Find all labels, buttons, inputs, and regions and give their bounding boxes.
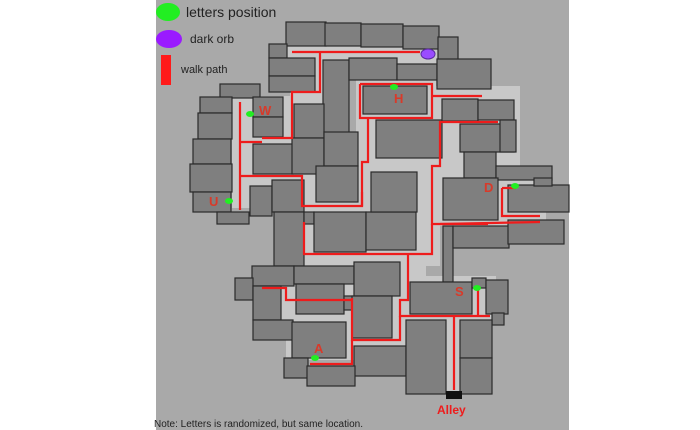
- letter-dots: [225, 84, 519, 361]
- letter-label-a: A: [314, 341, 324, 356]
- legend-letters-position: letters position: [156, 3, 276, 21]
- alley-label: Alley: [437, 403, 466, 417]
- letter-label-u: U: [209, 194, 218, 209]
- letter-label-d: D: [484, 180, 493, 195]
- letter-label-s: S: [455, 284, 464, 299]
- letter-dot-s: [473, 285, 481, 291]
- green-circle-icon: [156, 3, 180, 21]
- walk-paths: [238, 50, 541, 390]
- legend-label: dark orb: [190, 32, 235, 46]
- dark-orb-icon: [420, 48, 436, 60]
- purple-circle-icon: [156, 30, 182, 48]
- alley-exit-marker: [446, 391, 462, 399]
- letter-dot-u: [225, 198, 233, 204]
- letter-label-w: W: [259, 103, 272, 118]
- legend-walk-path: walk path: [161, 55, 227, 85]
- footnote: Note: Letters is randomized, but same lo…: [154, 419, 363, 430]
- letter-dot-d: [511, 183, 519, 189]
- letter-labels: W H D U S A: [209, 91, 493, 356]
- letter-dot-h: [390, 84, 398, 90]
- legend-dark-orb: dark orb: [156, 30, 234, 48]
- letter-dot-w: [246, 111, 254, 117]
- red-bar-icon: [161, 55, 171, 85]
- letter-label-h: H: [394, 91, 403, 106]
- legend-label: walk path: [181, 64, 228, 76]
- letter-dot-a: [311, 355, 319, 361]
- legend-label: letters position: [186, 4, 277, 20]
